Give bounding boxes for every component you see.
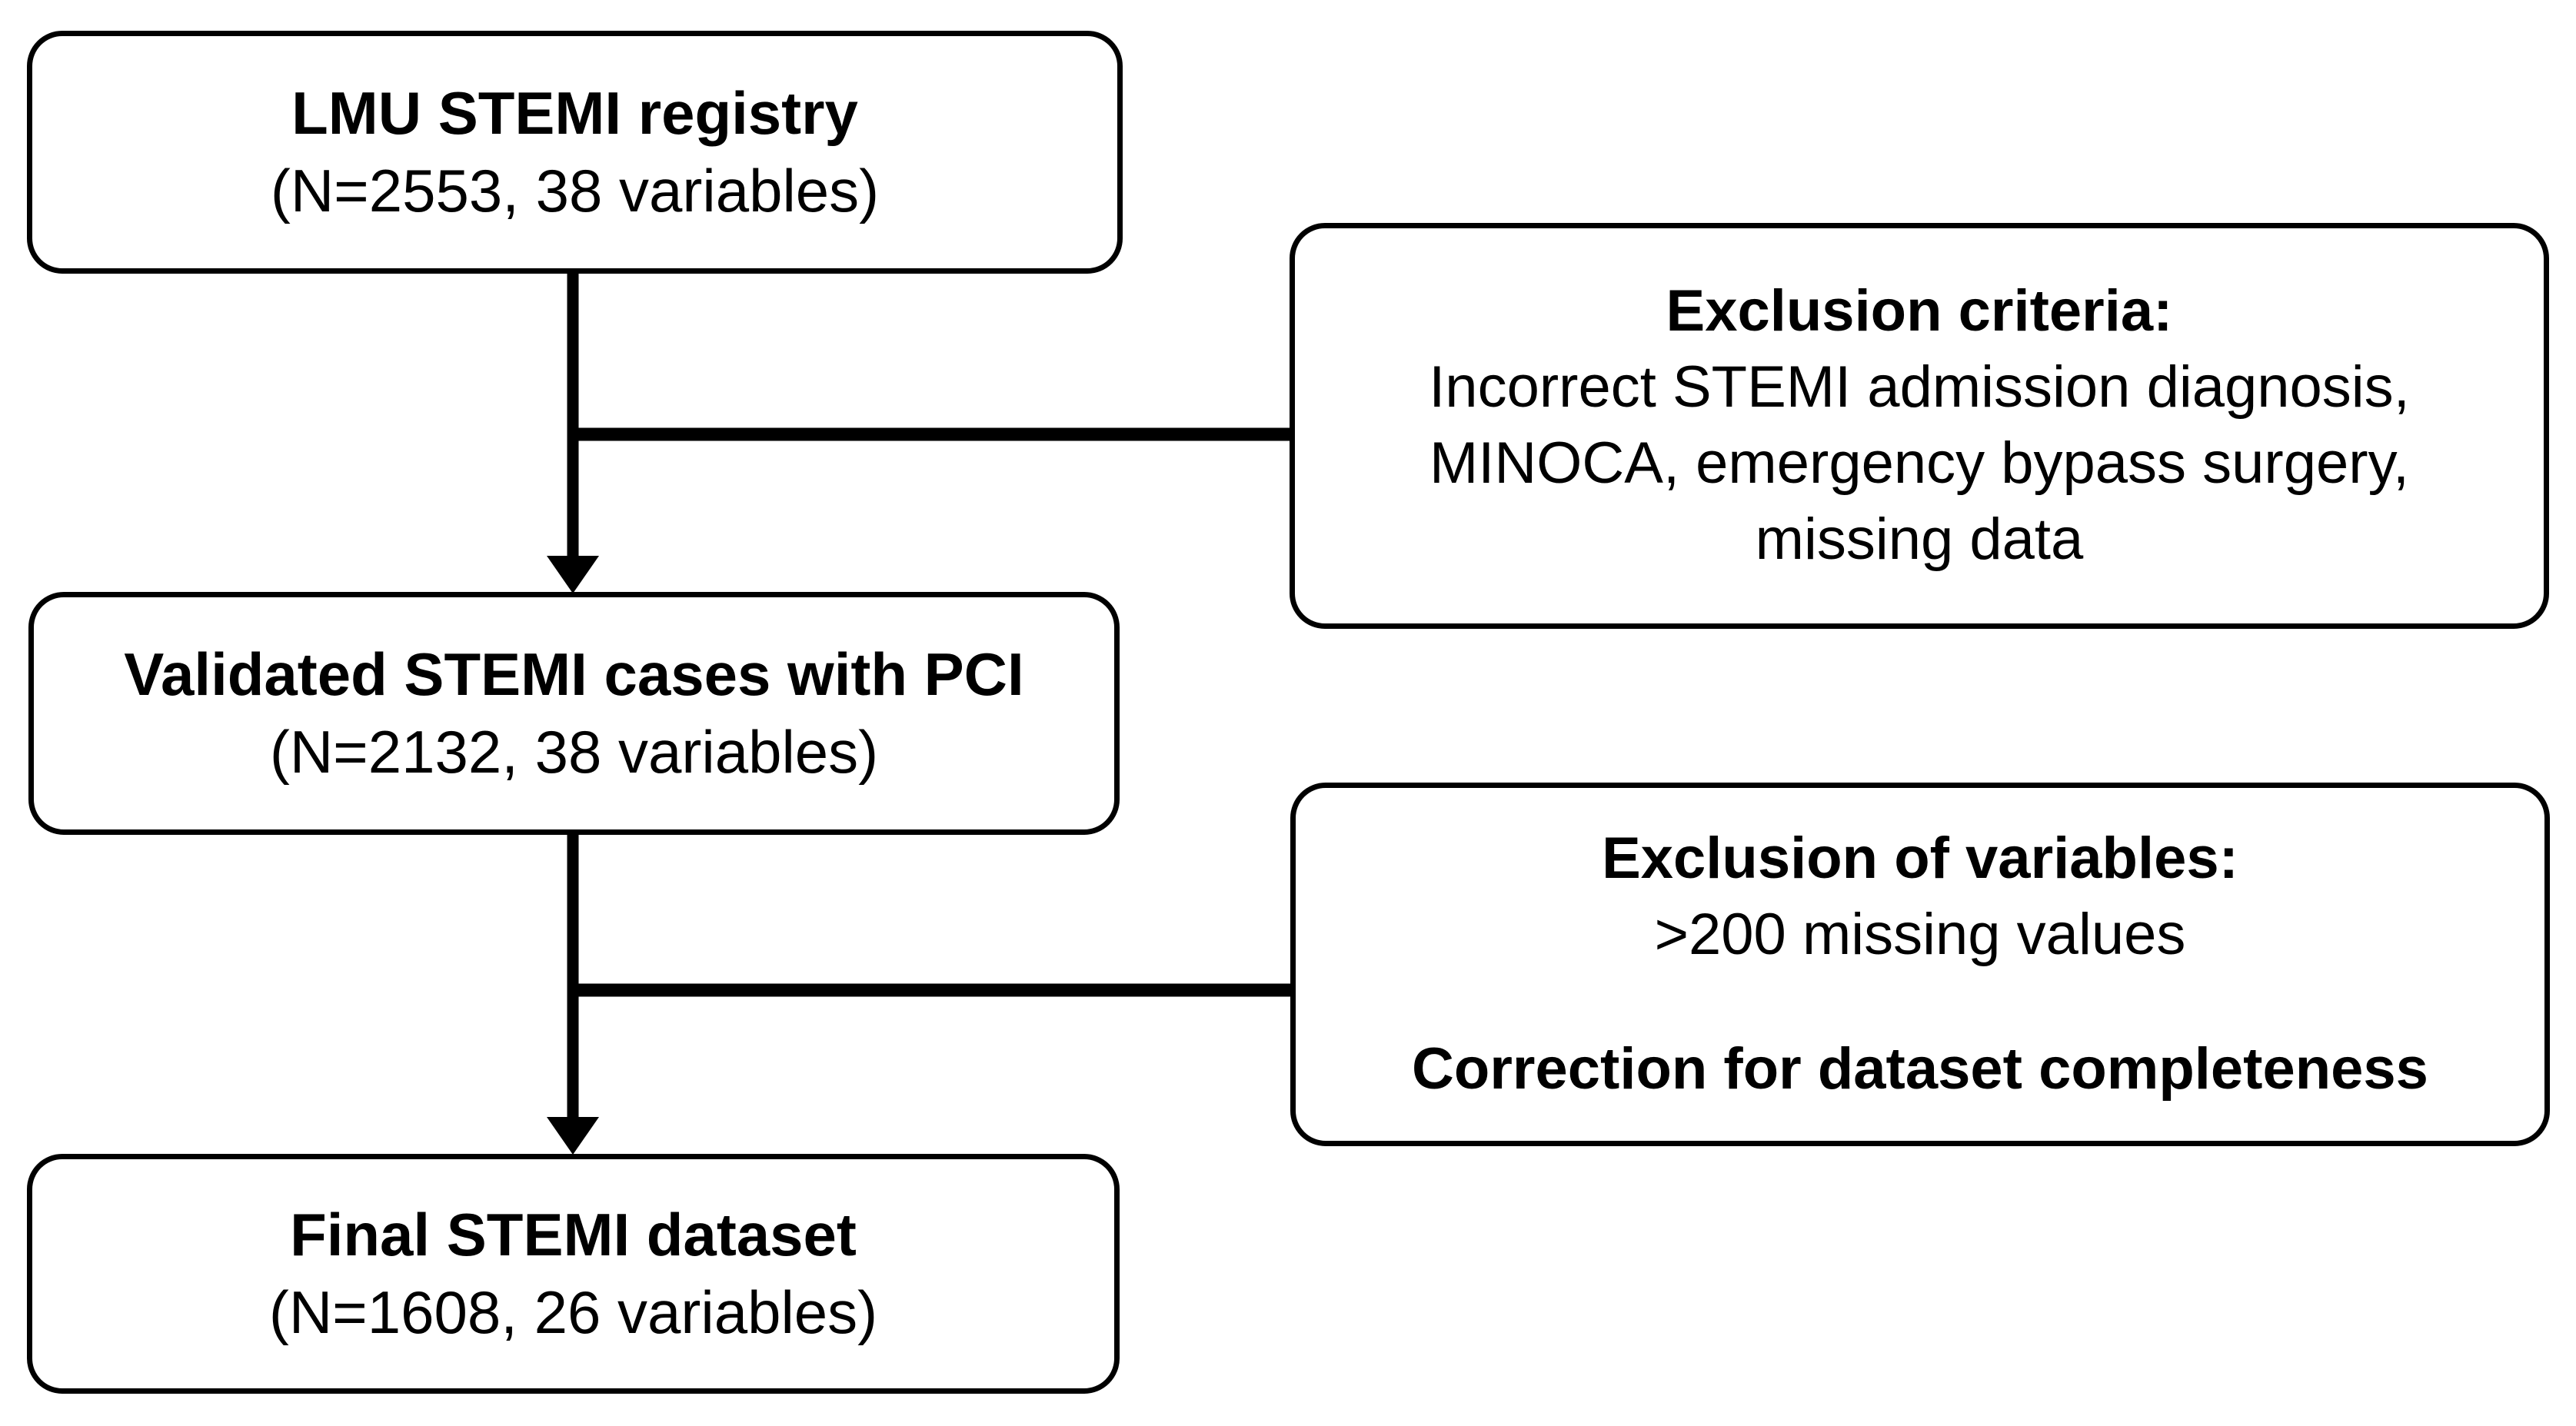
node-exclusion-of-variables: Exclusion of variables: >200 missing val… xyxy=(1290,783,2550,1146)
connector-validated-to-final xyxy=(547,835,599,1155)
node-validated-stemi-cases: Validated STEMI cases with PCI (N=2132, … xyxy=(28,592,1120,835)
exclusion-variables-heading: Exclusion of variables: xyxy=(1602,826,2238,892)
node-final-detail: (N=1608, 26 variables) xyxy=(268,1278,878,1346)
exclusion-variables-line-2: Correction for dataset completeness xyxy=(1412,1035,2428,1102)
exclusion-criteria-line-1: Incorrect STEMI admission diagnosis, xyxy=(1429,354,2410,420)
exclusion-criteria-line-2: MINOCA, emergency bypass surgery, xyxy=(1429,430,2410,496)
node-validated-detail: (N=2132, 38 variables) xyxy=(269,718,879,786)
node-final-heading: Final STEMI dataset xyxy=(290,1200,857,1268)
node-registry-heading: LMU STEMI registry xyxy=(291,78,858,147)
node-exclusion-criteria: Exclusion criteria: Incorrect STEMI admi… xyxy=(1290,223,2549,629)
node-lmu-stemi-registry: LMU STEMI registry (N=2553, 38 variables… xyxy=(27,31,1123,274)
exclusion-criteria-heading: Exclusion criteria: xyxy=(1666,278,2173,344)
exclusion-criteria-line-3: missing data xyxy=(1755,506,2084,572)
exclusion-variables-line-1: >200 missing values xyxy=(1654,902,2186,968)
node-final-stemi-dataset: Final STEMI dataset (N=1608, 26 variable… xyxy=(27,1154,1120,1394)
node-validated-heading: Validated STEMI cases with PCI xyxy=(124,640,1024,708)
node-registry-detail: (N=2553, 38 variables) xyxy=(270,157,880,224)
connector-registry-to-validated xyxy=(547,274,599,593)
